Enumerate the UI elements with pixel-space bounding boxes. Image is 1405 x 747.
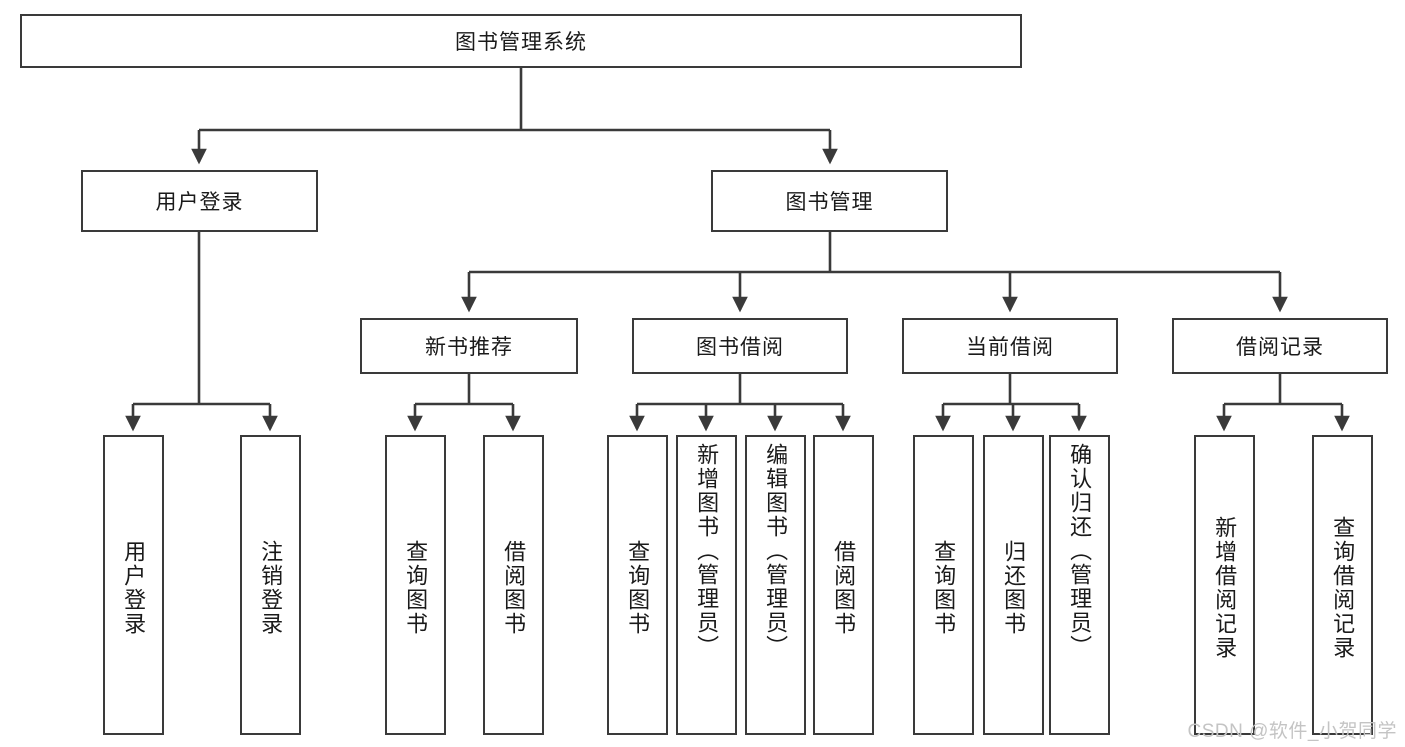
node-leaf-confirm-return-label: 确认归还（管理员） xyxy=(1067,443,1093,659)
node-leaf-user-login-label: 用户登录 xyxy=(121,540,147,636)
node-leaf-edit-book-label: 编辑图书（管理员） xyxy=(763,443,789,659)
node-root[interactable]: 图书管理系统 xyxy=(20,14,1022,68)
node-leaf-borrow-book-2-label: 借阅图书 xyxy=(831,540,857,636)
node-book-manage[interactable]: 图书管理 xyxy=(711,170,948,232)
node-book-borrow-label: 图书借阅 xyxy=(696,336,784,359)
node-borrow-record-label: 借阅记录 xyxy=(1236,336,1324,359)
node-leaf-return-book[interactable]: 归还图书 xyxy=(983,435,1044,735)
node-leaf-query-record-label: 查询借阅记录 xyxy=(1330,516,1356,660)
node-leaf-query-book-1-label: 查询图书 xyxy=(403,540,429,636)
node-leaf-query-book-2[interactable]: 查询图书 xyxy=(607,435,668,735)
node-leaf-query-book-3-label: 查询图书 xyxy=(931,540,957,636)
node-leaf-add-record-label: 新增借阅记录 xyxy=(1212,516,1238,660)
node-leaf-query-book-1[interactable]: 查询图书 xyxy=(385,435,446,735)
node-leaf-query-book-3[interactable]: 查询图书 xyxy=(913,435,974,735)
node-leaf-logout[interactable]: 注销登录 xyxy=(240,435,301,735)
node-leaf-borrow-book-1-label: 借阅图书 xyxy=(501,540,527,636)
node-leaf-edit-book[interactable]: 编辑图书（管理员） xyxy=(745,435,806,735)
node-leaf-add-book[interactable]: 新增图书（管理员） xyxy=(676,435,737,735)
node-leaf-query-record[interactable]: 查询借阅记录 xyxy=(1312,435,1373,735)
node-book-manage-label: 图书管理 xyxy=(785,191,874,214)
node-user-login-label: 用户登录 xyxy=(155,191,244,214)
node-current-borrow-label: 当前借阅 xyxy=(966,336,1054,359)
node-leaf-user-login[interactable]: 用户登录 xyxy=(103,435,164,735)
node-leaf-query-book-2-label: 查询图书 xyxy=(625,540,651,636)
node-leaf-logout-label: 注销登录 xyxy=(258,540,284,636)
node-current-borrow[interactable]: 当前借阅 xyxy=(902,318,1118,374)
node-root-label: 图书管理系统 xyxy=(455,31,587,54)
node-book-borrow[interactable]: 图书借阅 xyxy=(632,318,848,374)
node-leaf-add-book-label: 新增图书（管理员） xyxy=(694,443,720,659)
node-leaf-confirm-return[interactable]: 确认归还（管理员） xyxy=(1049,435,1110,735)
node-new-book-recommend-label: 新书推荐 xyxy=(425,336,513,359)
node-user-login[interactable]: 用户登录 xyxy=(81,170,318,232)
node-leaf-return-book-label: 归还图书 xyxy=(1001,540,1027,636)
watermark-label: CSDN @软件_小贺同学 xyxy=(1187,721,1397,742)
node-leaf-borrow-book-2[interactable]: 借阅图书 xyxy=(813,435,874,735)
node-new-book-recommend[interactable]: 新书推荐 xyxy=(360,318,578,374)
node-borrow-record[interactable]: 借阅记录 xyxy=(1172,318,1388,374)
node-leaf-add-record[interactable]: 新增借阅记录 xyxy=(1194,435,1255,735)
node-leaf-borrow-book-1[interactable]: 借阅图书 xyxy=(483,435,544,735)
